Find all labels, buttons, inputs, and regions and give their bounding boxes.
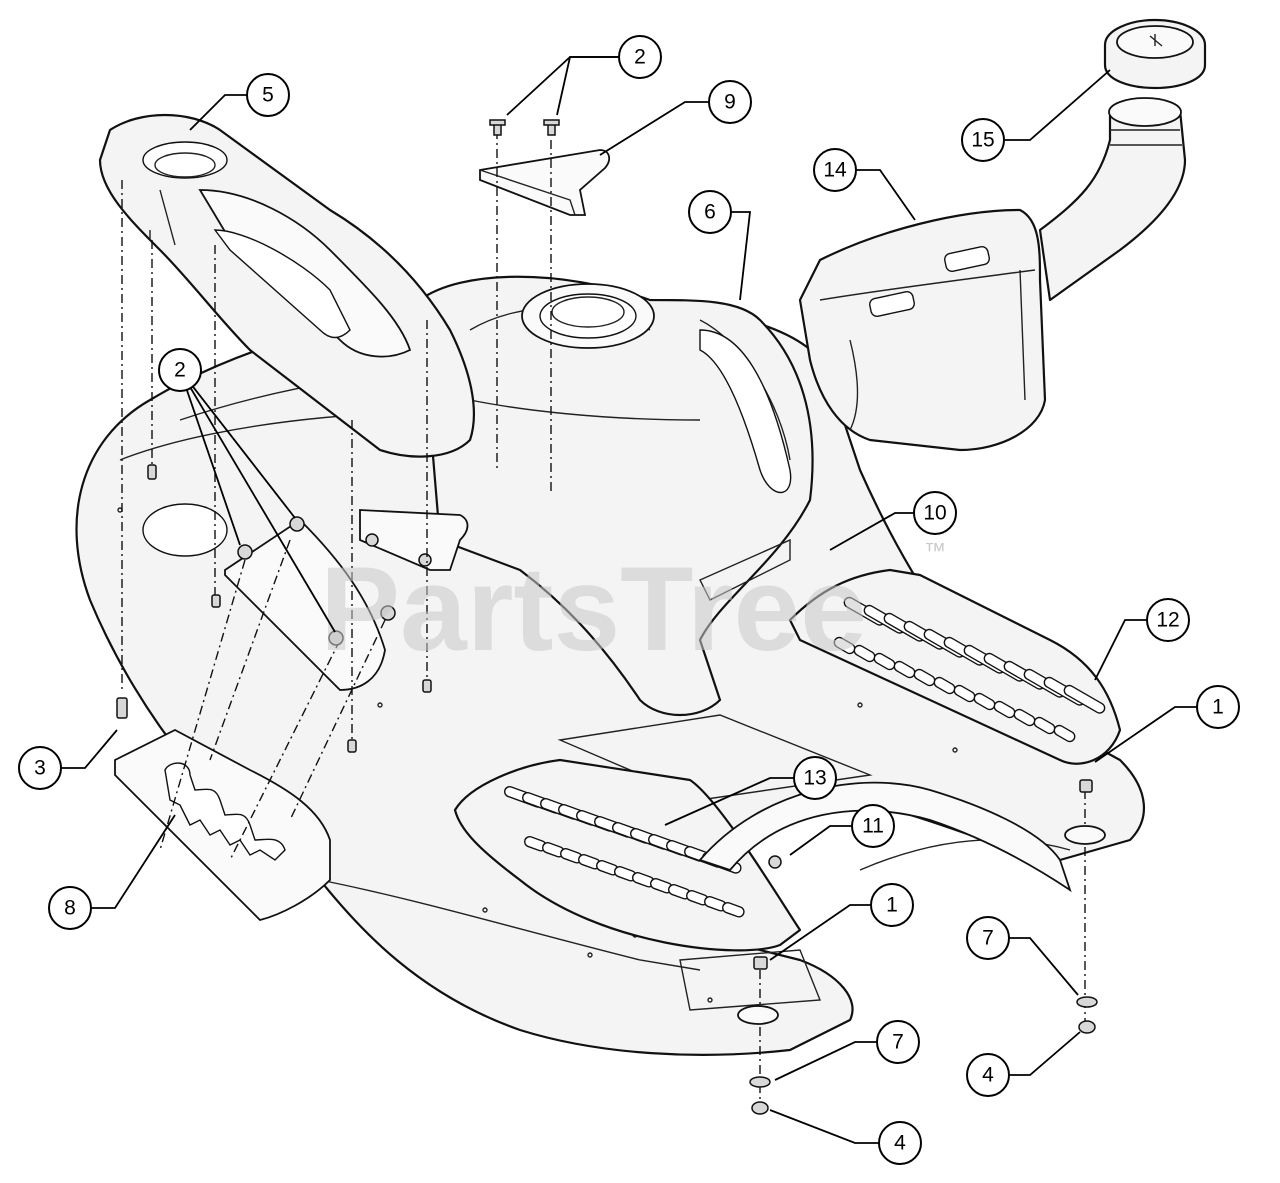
exploded-lines: [121, 130, 1086, 1115]
tread-slot: [721, 902, 745, 918]
callout-15[interactable]: 15: [961, 118, 1005, 162]
callout-1-mid-label: 1: [886, 894, 898, 917]
callout-9[interactable]: 9: [708, 80, 752, 124]
callout-14[interactable]: 14: [813, 148, 857, 192]
callout-10-label: 10: [923, 502, 946, 525]
callout-2-left-label: 2: [174, 359, 186, 382]
footrest-right[interactable]: [788, 568, 1122, 765]
watermark-text: PartsTree: [320, 542, 867, 676]
hardware: [116, 119, 1106, 1115]
callout-7-right-label: 7: [982, 927, 994, 950]
trim-strip[interactable]: [698, 781, 1072, 893]
fuel-tank[interactable]: [798, 97, 1187, 452]
callout-11[interactable]: 11: [851, 804, 895, 848]
callout-7-right[interactable]: 7: [966, 916, 1010, 960]
callout-5-label: 5: [262, 84, 274, 107]
callout-6-label: 6: [704, 201, 716, 224]
callout-2-top[interactable]: 2: [618, 35, 662, 79]
callout-13-label: 13: [803, 767, 826, 790]
callout-13[interactable]: 13: [793, 756, 837, 800]
callout-4-right-label: 4: [982, 1064, 994, 1087]
footrest-left[interactable]: [453, 758, 802, 952]
watermark: PartsTree ™: [320, 538, 946, 676]
bracket-top[interactable]: [479, 149, 611, 216]
fuel-cap[interactable]: [1103, 18, 1207, 90]
callout-7-mid[interactable]: 7: [876, 1020, 920, 1064]
callout-10[interactable]: 10: [913, 491, 957, 535]
callout-2-left[interactable]: 2: [158, 348, 202, 392]
callout-4-bottom[interactable]: 4: [878, 1121, 922, 1165]
callout-12[interactable]: 12: [1146, 598, 1190, 642]
callout-1-mid[interactable]: 1: [870, 883, 914, 927]
side-plate[interactable]: [142, 503, 386, 691]
tread-slot: [1063, 684, 1106, 714]
leader-lines: [60, 56, 1198, 1144]
callout-3-label: 3: [34, 757, 46, 780]
callout-14-label: 14: [823, 159, 847, 182]
callout-9-label: 9: [724, 91, 736, 114]
callout-8-label: 8: [64, 897, 76, 920]
callout-8[interactable]: 8: [48, 886, 92, 930]
callout-2-top-label: 2: [634, 46, 646, 69]
callout-3[interactable]: 3: [18, 746, 62, 790]
watermark-trademark: ™: [924, 538, 946, 563]
rear-plate[interactable]: [114, 728, 331, 921]
console-cover[interactable]: [98, 113, 476, 458]
callout-11-label: 11: [862, 815, 884, 838]
callout-5[interactable]: 5: [246, 73, 290, 117]
callout-4-bottom-label: 4: [894, 1132, 906, 1155]
callout-4-right[interactable]: 4: [966, 1053, 1010, 1097]
bracket-mid[interactable]: [359, 509, 469, 571]
callout-12-label: 12: [1156, 609, 1179, 632]
callout-1-right-label: 1: [1212, 696, 1224, 719]
callouts: 5 2 9 15 14 6 2 10 12 1 3 13 11 8 1 7 7 …: [18, 35, 1240, 1165]
callout-7-mid-label: 7: [892, 1031, 904, 1054]
callout-1-right[interactable]: 1: [1196, 685, 1240, 729]
callout-6[interactable]: 6: [688, 190, 732, 234]
callout-15-label: 15: [971, 129, 994, 152]
dash-panel[interactable]: [418, 275, 814, 717]
tread-slot: [1053, 724, 1076, 743]
